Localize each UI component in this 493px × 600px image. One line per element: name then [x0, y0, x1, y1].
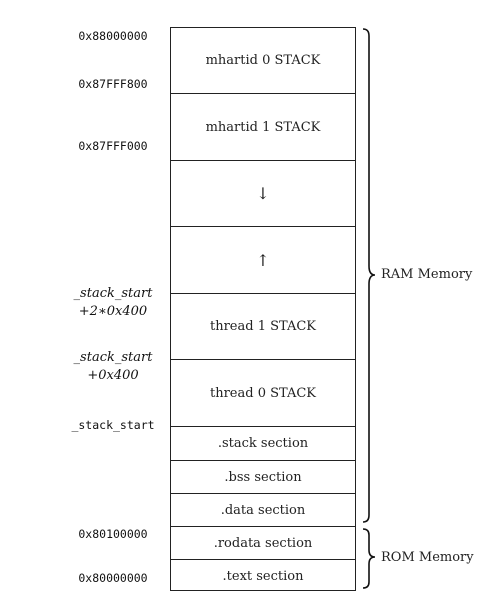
address-label-0x80000000: 0x80000000	[78, 571, 148, 585]
rom-memory-label: ROM Memory	[381, 550, 474, 565]
segment-label: .text section	[222, 568, 304, 584]
segment-label: .data section	[220, 502, 306, 518]
address-label-stack-start-plus-400: _stack_start +0x400	[48, 349, 178, 385]
segment-label: thread 1 STACK	[209, 319, 317, 334]
segment-label: mhartid 1 STACK	[205, 119, 321, 135]
address-label-stack-start-plus-2x400: _stack_start +2∗0x400	[48, 285, 178, 321]
segment-label: thread 0 STACK	[209, 385, 317, 401]
address-label-0x87fff000: 0x87FFF000	[78, 139, 148, 153]
up-arrow-icon: ↑	[256, 250, 270, 270]
segment-grow-down: ↓	[171, 161, 355, 227]
address-label-0x88000000: 0x88000000	[78, 29, 148, 43]
segment-label: .bss section	[224, 469, 302, 485]
segment-label: .stack section	[217, 436, 309, 451]
segment-mhartid-1-stack: mhartid 1 STACK	[171, 94, 355, 161]
segment-label: mhartid 0 STACK	[205, 53, 321, 68]
brace-icon	[362, 28, 376, 589]
offset-2x400: +2∗0x400	[78, 304, 148, 319]
address-label-0x87fff800: 0x87FFF800	[78, 77, 148, 91]
offset-400: +0x400	[87, 368, 139, 383]
segment-rodata-section: .rodata section	[171, 527, 355, 560]
stack-start-symbol: _stack_start	[73, 350, 153, 365]
segment-bss-section: .bss section	[171, 461, 355, 494]
rom-brace-icon	[362, 528, 376, 589]
address-label-0x80100000: 0x80100000	[78, 527, 148, 541]
stack-start-symbol: _stack_start	[73, 286, 153, 301]
address-label-stack-start: _stack_start	[71, 418, 155, 432]
segment-thread-0-stack: thread 0 STACK	[171, 360, 355, 427]
down-arrow-icon: ↓	[256, 184, 270, 203]
segment-thread-1-stack: thread 1 STACK	[171, 294, 355, 360]
segment-text-section: .text section	[171, 560, 355, 592]
ram-memory-label: RAM Memory	[381, 267, 473, 282]
segment-data-section: .data section	[171, 494, 355, 527]
memory-column: mhartid 0 STACK mhartid 1 STACK ↓ ↑ thre…	[170, 27, 356, 591]
ram-brace-icon	[362, 28, 376, 523]
segment-stack-section: .stack section	[171, 427, 355, 461]
segment-grow-up: ↑	[171, 227, 355, 294]
segment-label: .rodata section	[213, 535, 313, 551]
segment-mhartid-0-stack: mhartid 0 STACK	[171, 28, 355, 94]
